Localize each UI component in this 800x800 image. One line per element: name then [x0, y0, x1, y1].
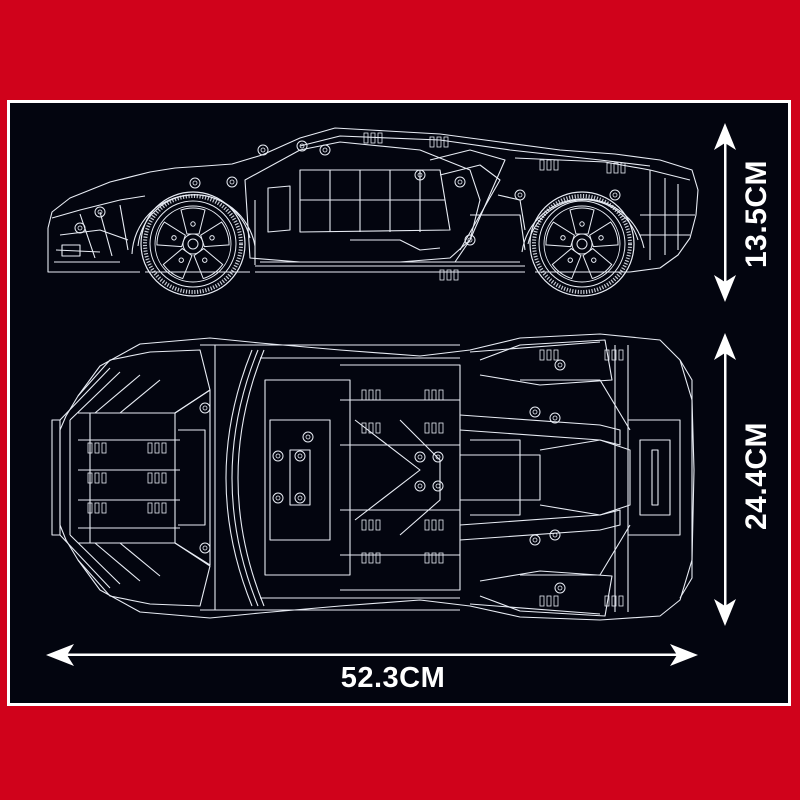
- width-dimension-arrow: [714, 333, 736, 626]
- length-dimension-label: 52.3CM: [340, 662, 446, 694]
- top-view-car: [51, 333, 695, 621]
- height-dimension-arrow: [714, 123, 736, 302]
- top-view-details: [87, 349, 624, 607]
- side-view-car: [47, 127, 699, 273]
- length-dimension-arrow: [46, 644, 698, 666]
- height-dimension-label: 13.5CM: [740, 159, 773, 268]
- blueprint-panel-border: [7, 100, 791, 706]
- front-wheel-side: [139, 190, 247, 298]
- rear-wheel-side: [528, 190, 636, 298]
- width-dimension-label: 24.4CM: [740, 421, 773, 530]
- blueprint-panel: [10, 103, 788, 703]
